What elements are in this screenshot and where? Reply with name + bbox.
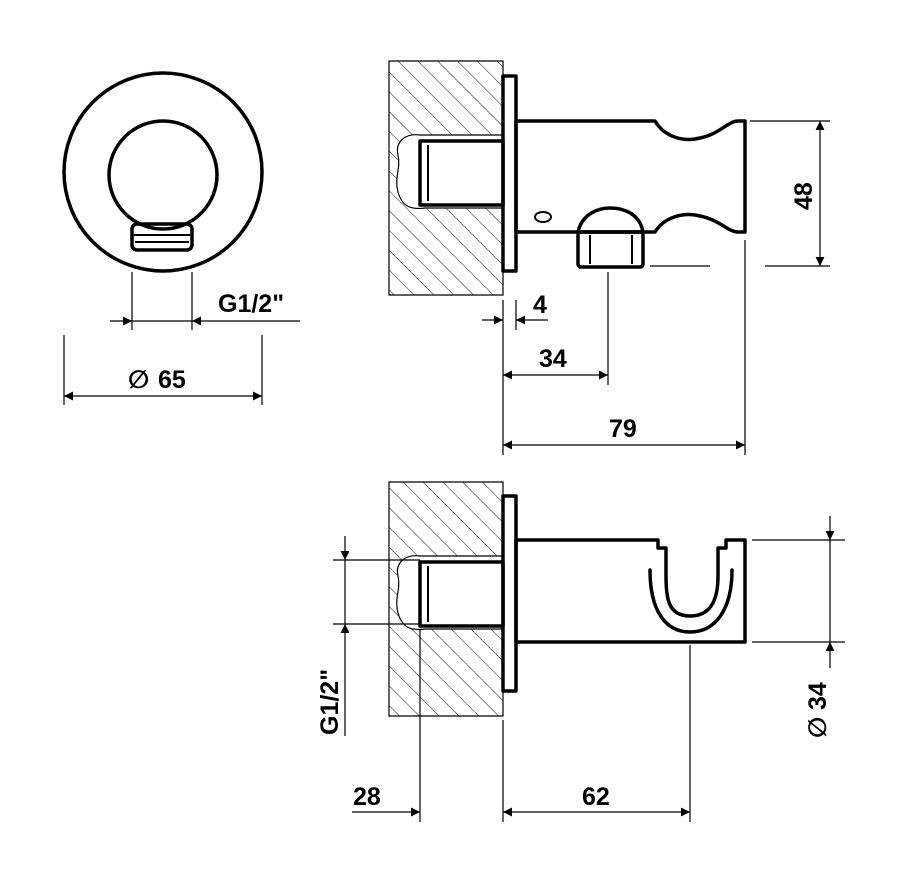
wall-gap-value: 4 [533, 291, 547, 319]
rosette-flange-top [501, 74, 518, 273]
wall-recess-bottom [396, 555, 504, 631]
front-diameter-symbol: ∅ [128, 366, 149, 394]
outlet-circle [107, 119, 219, 231]
front-diameter-value: 65 [158, 366, 186, 394]
bottom-thread-label: G1/2" [316, 669, 344, 735]
holder-body-bottom [514, 538, 747, 644]
hand-shower-clip [648, 568, 734, 634]
outlet-cap-top [576, 206, 645, 234]
outlet-thread-nut [130, 222, 194, 252]
outlet-offset-value: 34 [539, 345, 567, 373]
rosette-flange-bottom [501, 494, 518, 693]
wall-recess-top [396, 134, 504, 210]
side-view-top: 48 4 34 79 [388, 60, 830, 455]
rosette-outer-circle [62, 71, 264, 273]
side-view-bottom: G1/2" ∅ 34 28 62 [316, 481, 845, 822]
total-length-value: 79 [609, 415, 637, 443]
holder-offset-value: 62 [582, 783, 610, 811]
holder-body-top [514, 119, 747, 234]
front-view: G1/2" ∅ 65 [62, 71, 300, 405]
front-thread-label: G1/2" [218, 290, 284, 318]
clip-diameter-value: 34 [804, 682, 832, 710]
clip-diameter-symbol: ∅ [804, 717, 832, 738]
recess-depth-value: 28 [353, 783, 381, 811]
outlet-knob [534, 211, 552, 223]
height-value: 48 [790, 182, 818, 210]
outlet-nut-top [576, 230, 645, 269]
